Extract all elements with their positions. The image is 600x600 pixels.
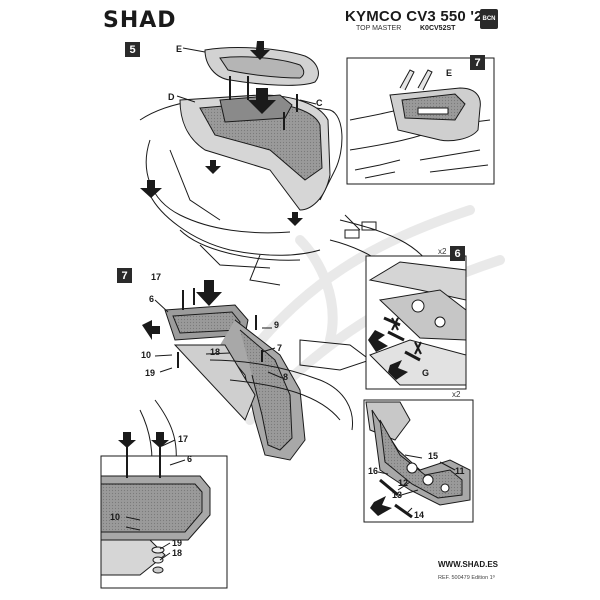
part-number: 10 [141, 350, 152, 360]
callout-g: G [422, 368, 430, 378]
detail-inset [363, 399, 474, 523]
step-number-badge: 5 [125, 42, 140, 57]
website-url: WWW.SHAD.ES [438, 560, 498, 569]
part-number: 9 [274, 320, 280, 330]
callout-e: E [176, 44, 183, 54]
step6-inset [365, 255, 467, 390]
part-number: 15 [428, 451, 439, 461]
part-number: 19 [145, 368, 156, 378]
part-number: 18 [210, 347, 221, 357]
product-line: TOP MASTER [356, 25, 402, 32]
part-number: 8 [283, 372, 289, 382]
part-number: 10 [110, 512, 121, 522]
step7-inset-top [346, 57, 495, 185]
part-number: 14 [414, 510, 425, 520]
product-code: K0CV52ST [420, 25, 456, 32]
brand-logo: SHAD [103, 8, 177, 33]
callout-c: C [316, 98, 323, 108]
step-number-badge: 7 [470, 55, 485, 70]
model-title: KYMCO CV3 550 '22 [345, 8, 492, 25]
step7-inset-bottom [100, 432, 228, 589]
part-number: 18 [172, 548, 183, 558]
part-number: 7 [277, 343, 283, 353]
part-number: 13 [392, 490, 403, 500]
part-number: 11 [455, 466, 465, 476]
step7-illustration [139, 280, 372, 481]
part-number: 6 [187, 454, 193, 464]
part-number: 17 [178, 434, 189, 444]
part-number: 6 [149, 294, 155, 304]
step-number-badge: 6 [450, 246, 465, 261]
reference-number: REF. 500479 Edition 1º [438, 575, 495, 581]
callout-d: D [168, 92, 175, 102]
step-number-badge: 7 [117, 268, 132, 283]
part-number: 12 [398, 478, 409, 488]
multiplier-label: x2 [452, 390, 461, 399]
part-number: 16 [368, 466, 379, 476]
callout-e-inset: E [446, 68, 453, 78]
part-number: 17 [151, 272, 162, 282]
multiplier-label: x2 [438, 247, 447, 256]
step5-illustration [139, 41, 449, 301]
part-number: 19 [172, 538, 183, 548]
kit-badge: BCN [480, 9, 498, 29]
